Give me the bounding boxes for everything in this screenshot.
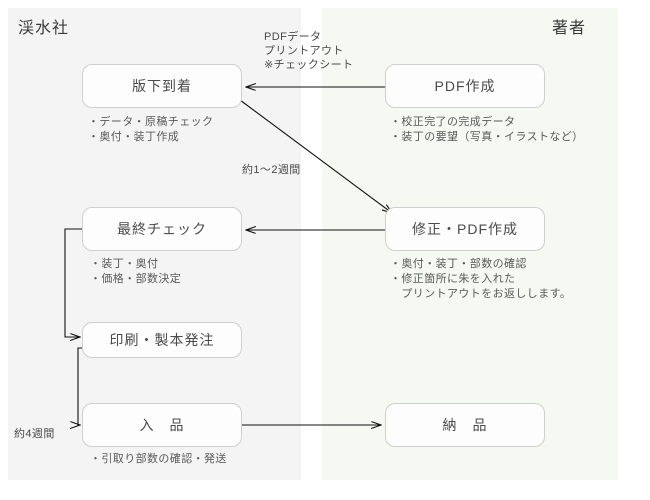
notes-saishu-check: ・装丁・奥付 ・価格・部数決定	[90, 258, 182, 285]
edge-label-insatsu-to-nyuuhin: 約4週間	[14, 428, 55, 440]
edge-label-pdf-to-hanshita: PDFデータ プリントアウト ※チェックシート	[264, 31, 354, 71]
notes-shusei-pdf: ・奥付・装丁・部数の確認 ・修正箇所に朱を入れた プリントアウトをお返しします。	[390, 258, 572, 300]
notes-hanshita-tochaku: ・データ・原稿チェック ・奥付・装丁作成	[88, 116, 214, 143]
panel-publisher-title: 渓水社	[18, 20, 70, 37]
notes-pdf-sakusei: ・校正完了の完成データ ・装丁の要望（写真・イラストなど）	[390, 116, 584, 143]
node-insatsu-seihon[interactable]: 印刷・製本発注	[82, 322, 242, 358]
node-nouhin[interactable]: 納 品	[385, 403, 545, 447]
node-hanshita-tochaku[interactable]: 版下到着	[82, 64, 242, 108]
node-shusei-pdf[interactable]: 修正・PDF作成	[385, 207, 545, 251]
node-saishu-check[interactable]: 最終チェック	[82, 207, 242, 251]
node-pdf-sakusei[interactable]: PDF作成	[385, 64, 545, 108]
node-nyuuhin[interactable]: 入 品	[82, 403, 242, 447]
notes-nyuuhin: ・引取り部数の確認・発送	[90, 453, 227, 465]
edge-label-hanshita-to-shusei: 約1～2週間	[242, 164, 301, 176]
panel-author-title: 著者	[552, 20, 587, 37]
